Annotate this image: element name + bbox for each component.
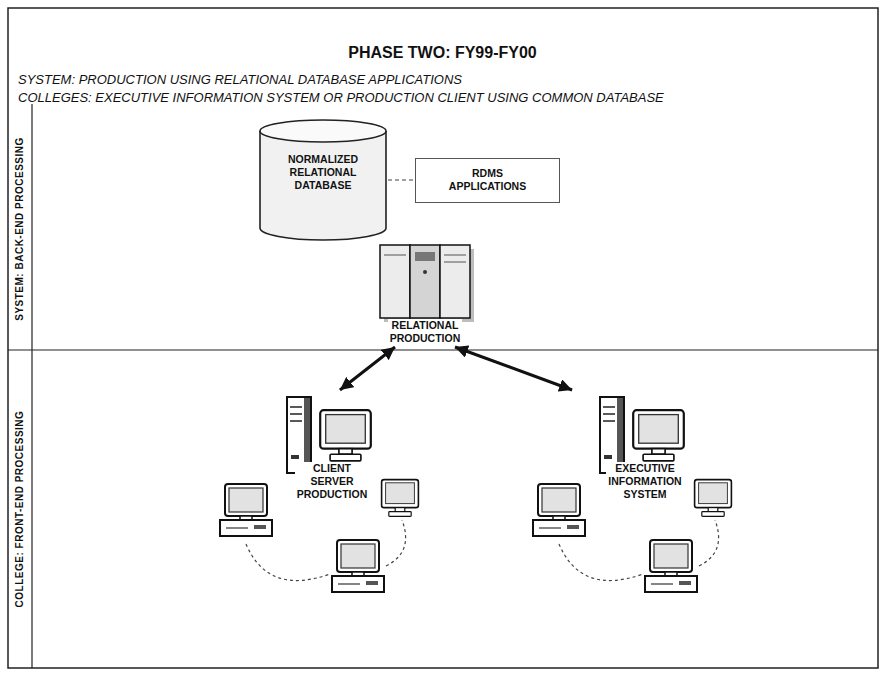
processing-band: COLLEGE: FRONT-END PROCESSING CLIENT SERV… bbox=[8, 350, 878, 668]
workstation-cluster: EXECUTIVE INFORMATION SYSTEM bbox=[528, 390, 738, 600]
band-label: COLLEGE: FRONT-END PROCESSING bbox=[8, 350, 32, 668]
page-border bbox=[8, 8, 878, 668]
node-label: RELATIONAL PRODUCTION bbox=[388, 319, 463, 345]
processing-band: SYSTEM: BACK-END PROCESSING NORMALIZED RE… bbox=[8, 108, 878, 350]
database-cylinder: NORMALIZED RELATIONAL DATABASE bbox=[258, 118, 388, 242]
node-label: RDMS APPLICATIONS bbox=[449, 167, 526, 193]
application-box: RDMS APPLICATIONS bbox=[415, 158, 560, 203]
subtitle-line: COLLEGES: EXECUTIVE INFORMATION SYSTEM O… bbox=[18, 90, 664, 105]
workstation-cluster: CLIENT SERVER PRODUCTION bbox=[215, 390, 425, 600]
double-arrow bbox=[340, 347, 395, 390]
subtitle-line: SYSTEM: PRODUCTION USING RELATIONAL DATA… bbox=[18, 72, 462, 87]
workstation-cluster-art bbox=[220, 397, 418, 592]
node-label: CLIENT SERVER PRODUCTION bbox=[295, 462, 370, 501]
node-label: EXECUTIVE INFORMATION SYSTEM bbox=[606, 462, 683, 501]
band-divider bbox=[31, 104, 32, 668]
node-label: NORMALIZED RELATIONAL DATABASE bbox=[288, 153, 358, 192]
diagram-title: PHASE TWO: FY99-FY00 bbox=[0, 44, 885, 62]
workstation-cluster-art bbox=[533, 397, 731, 592]
double-arrow bbox=[455, 347, 572, 390]
server-node: RELATIONAL PRODUCTION bbox=[375, 240, 475, 347]
band-divider bbox=[8, 349, 878, 350]
band-label: SYSTEM: BACK-END PROCESSING bbox=[8, 108, 32, 350]
dashed-link bbox=[388, 179, 415, 180]
server-cabinets bbox=[380, 245, 474, 322]
